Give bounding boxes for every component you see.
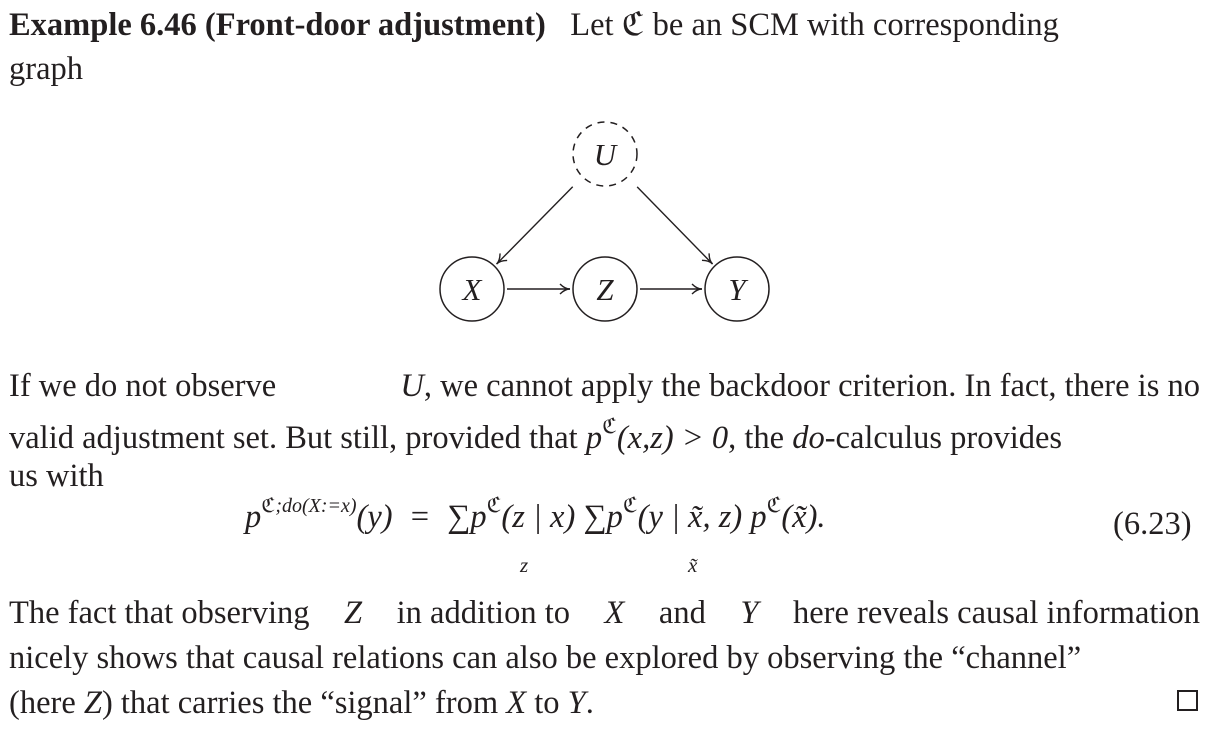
intro-text: Let xyxy=(570,7,614,43)
p1-text: , we cannot apply the backdoor criterion… xyxy=(423,368,1200,404)
p1-text: -calculus provides xyxy=(824,420,1063,456)
qed-box-icon xyxy=(1177,690,1198,711)
front-door-formula: pℭ;do(X:=x)(y) = ∑pℭ(z | x) ∑pℭ(y | x̃, … xyxy=(245,493,826,535)
paragraph2-line3: (here Z) that carries the “signal” from … xyxy=(9,685,594,721)
p1-text: If we do not observe xyxy=(9,368,277,404)
p1-text: , the xyxy=(728,420,785,456)
node-x-label: X xyxy=(461,272,483,307)
node-u-label: U xyxy=(594,137,619,172)
p1-text: valid adjustment set. But still, provide… xyxy=(9,420,578,456)
do-word: do xyxy=(792,420,825,456)
paragraph2-line2: nicely shows that causal relations can a… xyxy=(9,640,1082,676)
graph-edges xyxy=(496,186,714,295)
intro-text-2: be an SCM with corresponding xyxy=(652,7,1059,43)
scm-symbol: ℭ xyxy=(621,5,645,43)
sum-symbol: ∑ xyxy=(447,499,471,535)
paragraph1-line3: us with xyxy=(9,458,104,494)
edge-u-y-arrow xyxy=(636,186,714,265)
sum2-subscript: x̃ xyxy=(688,553,698,577)
paragraph1-line1: If we do not observe U, we cannot apply … xyxy=(9,370,1200,403)
equation-number: (6.23) xyxy=(1113,506,1192,542)
node-y-label: Y xyxy=(728,272,748,307)
node-x-circle xyxy=(439,256,505,322)
example-heading-line: Example 6.46 (Front-door adjustment) Let… xyxy=(9,8,1059,42)
node-z-label: Z xyxy=(596,272,614,307)
prob-expr: pℭ(x,z) > 0 xyxy=(585,414,729,456)
node-u-circle xyxy=(572,121,638,187)
sum-symbol: ∑ xyxy=(583,499,607,535)
paragraph1-line2: valid adjustment set. But still, provide… xyxy=(9,416,1200,455)
node-z-circle xyxy=(572,256,638,322)
node-y-circle xyxy=(704,256,770,322)
var-u: U xyxy=(400,368,424,404)
paragraph2-line1: The fact that observing Z in addition to… xyxy=(9,595,1200,631)
example-title: Example 6.46 (Front-door adjustment) xyxy=(9,7,546,43)
example-heading-line-2: graph xyxy=(9,51,83,87)
graph-nodes: U X Z Y xyxy=(439,121,770,322)
edge-u-x-arrow xyxy=(496,186,574,265)
causal-graph: U X Z Y xyxy=(439,121,770,322)
sum1-subscript: z xyxy=(520,553,529,577)
